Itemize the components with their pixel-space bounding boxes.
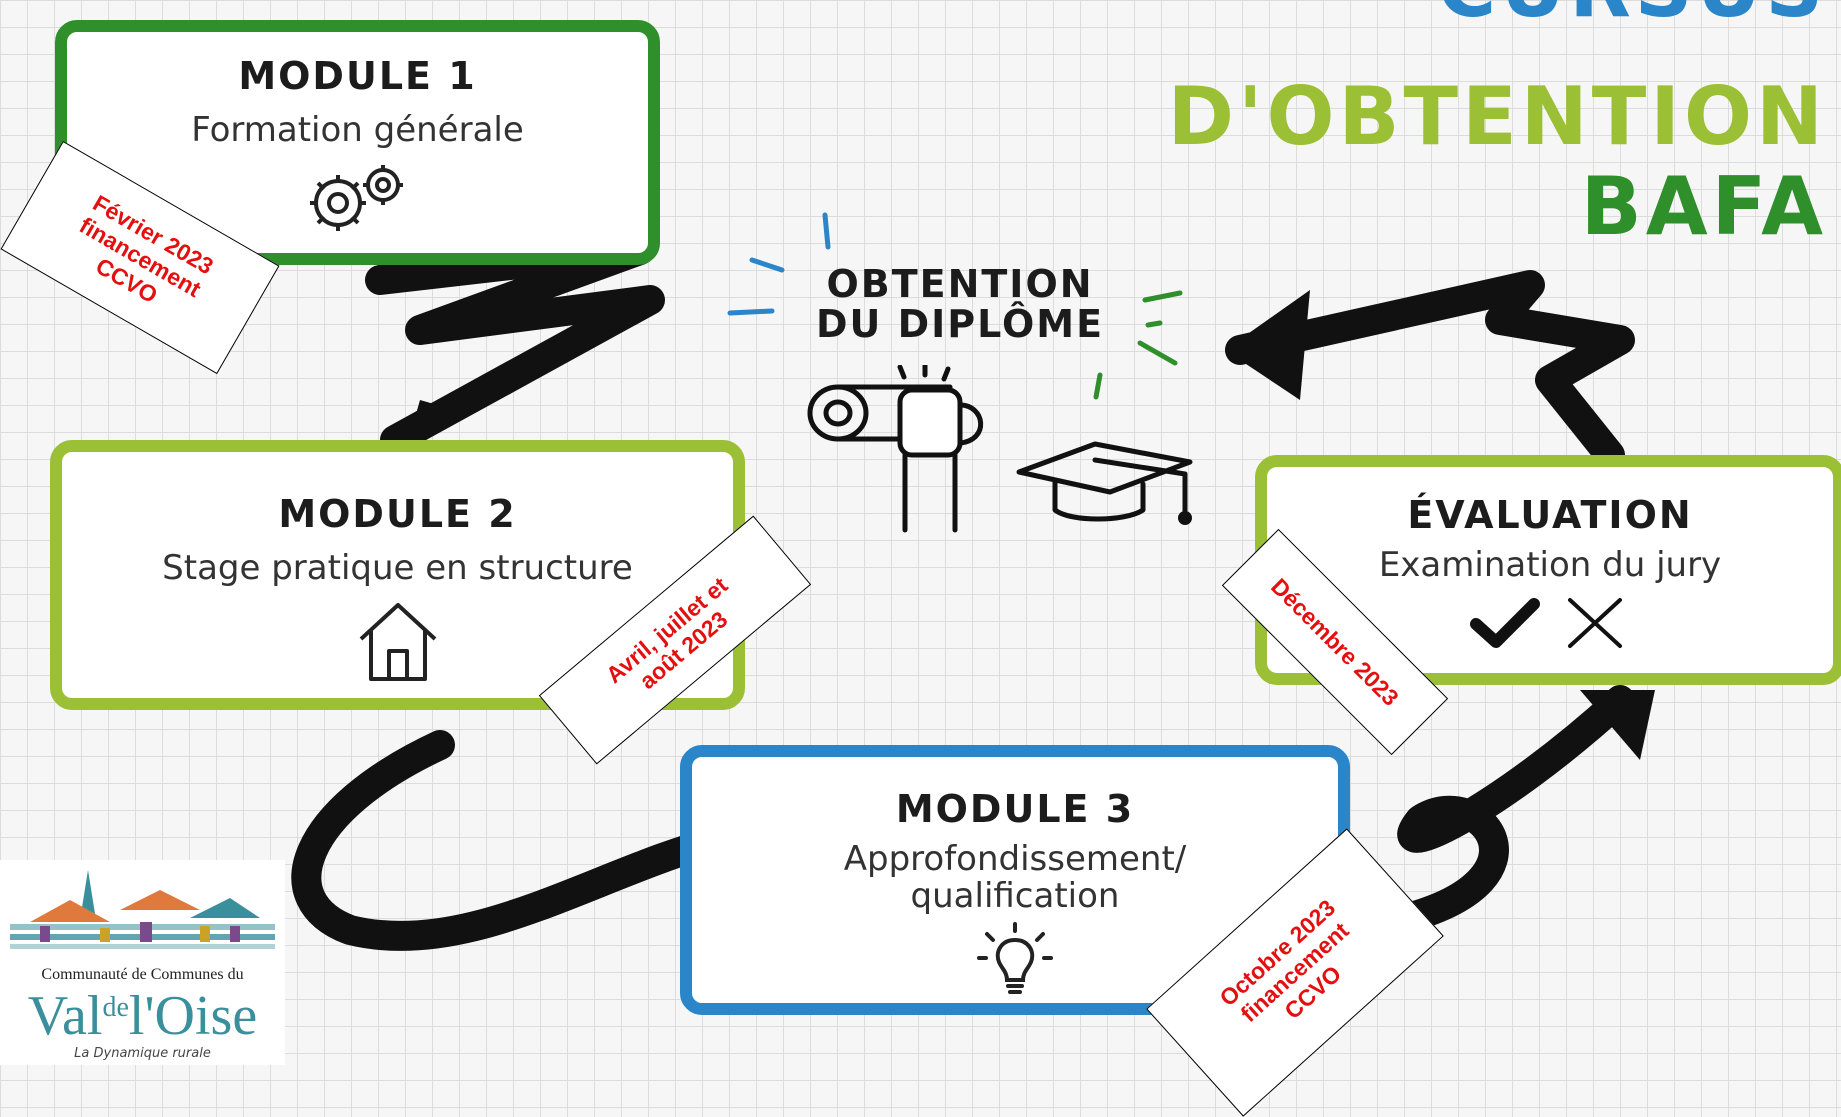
logo-tagline: La Dynamique rurale (74, 1046, 211, 1061)
diploma-hand-icon (807, 365, 984, 533)
gears-icon (309, 165, 403, 232)
logo-name-de: de (102, 992, 129, 1023)
spark-lines (727, 212, 1183, 400)
center-title-line2: DU DIPLÔME (815, 302, 1105, 346)
module-2-subtitle: Stage pratique en structure (162, 548, 633, 588)
logo-name: Valdel'Oise (0, 988, 285, 1044)
title-line2: D'OBTENTION (1167, 70, 1827, 163)
logo-name-val: Val (27, 985, 103, 1047)
curve-arrow-m2-m3 (291, 730, 735, 952)
evaluation-subtitle: Examination du jury (1378, 545, 1722, 585)
zigzag-arrow-eval-center (1225, 270, 1635, 470)
logo-panel: Communauté de Communes du Valdel'Oise La… (0, 860, 285, 1065)
graduation-cap-icon (1016, 441, 1193, 525)
evaluation-box: ÉVALUATION Examination du jury (1255, 455, 1841, 685)
module-3-subtitle-line2: qualification (910, 876, 1120, 917)
title-line1: CURSUS (1438, 0, 1827, 35)
module-3-subtitle-line1: Approfondissement/ (843, 839, 1187, 879)
logo-name-oise: l'Oise (128, 985, 258, 1047)
logo-caption: Communauté de Communes du (41, 966, 244, 983)
house-icon (359, 603, 436, 682)
village-logo-icon (10, 870, 275, 949)
module-2-title: MODULE 2 (278, 492, 517, 536)
module-1-title: MODULE 1 (238, 54, 477, 98)
zigzag-arrow-m1-m2 (365, 225, 665, 455)
cross-icon (1568, 598, 1622, 649)
title-line3: BAFA (1580, 160, 1827, 253)
lightbulb-icon (977, 921, 1053, 994)
curve-arrow-m3-eval (1385, 685, 1635, 935)
evaluation-title: ÉVALUATION (1407, 493, 1693, 537)
center-title-line1: OBTENTION (826, 262, 1094, 306)
module-3-title: MODULE 3 (895, 787, 1135, 831)
module-1-subtitle: Formation générale (191, 110, 524, 150)
check-icon (1470, 598, 1540, 649)
